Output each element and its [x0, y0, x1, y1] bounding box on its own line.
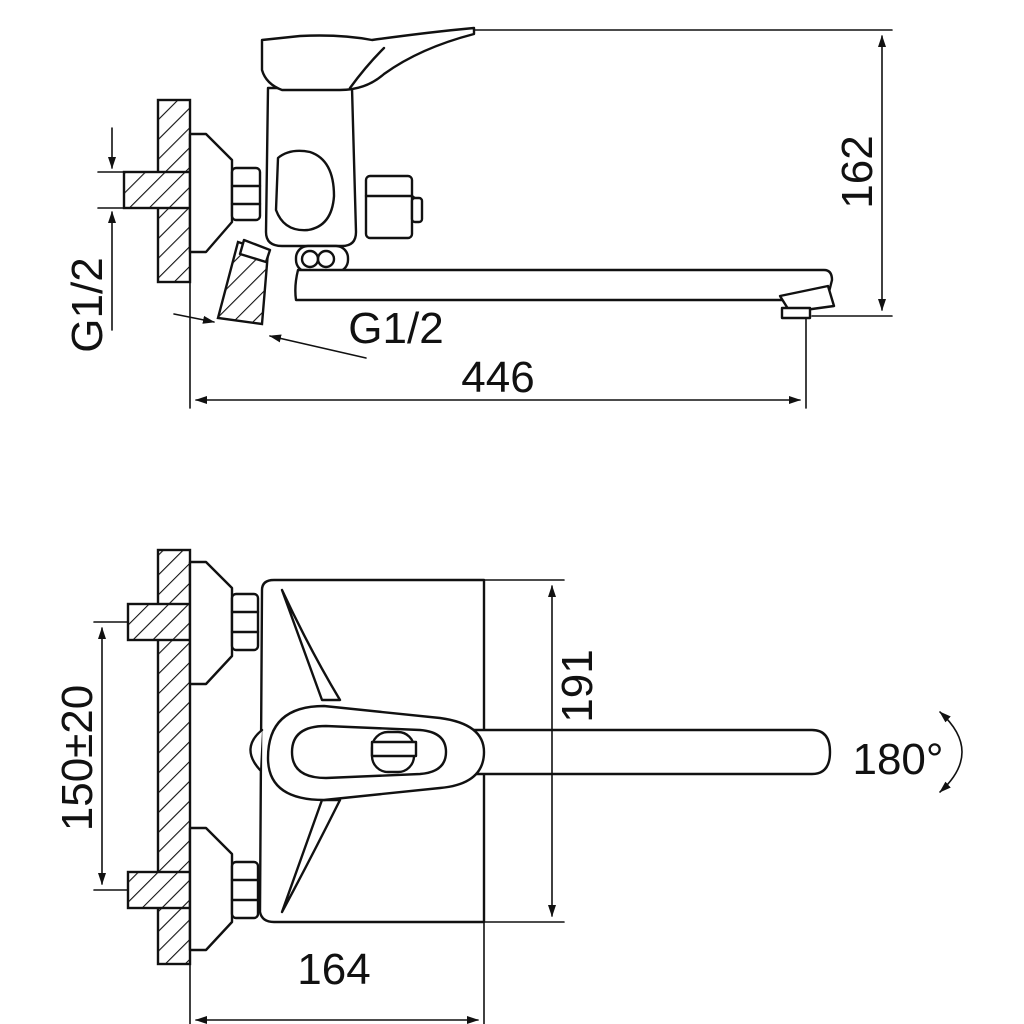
- top-escutcheon-upper: [188, 560, 234, 686]
- top-nut-lower: [230, 860, 260, 920]
- dim-label-446: 446: [461, 353, 534, 402]
- dim-label-191: 191: [553, 649, 602, 722]
- side-spout: [294, 268, 834, 302]
- dim-label-outlet-thread: G1/2: [348, 304, 443, 353]
- top-inlet-pipe-lower: [126, 870, 192, 910]
- top-spout: [438, 728, 832, 776]
- side-lever-handle: [260, 26, 476, 92]
- rotation-arrow-icon: [939, 711, 963, 793]
- dim-label-164: 164: [297, 945, 370, 994]
- side-nut: [230, 166, 262, 222]
- side-handle-loop: [274, 149, 336, 232]
- dim-label-inlet-thread: G1/2: [63, 257, 112, 352]
- side-inlet-pipe: [122, 170, 192, 210]
- top-view: 191 150±20 164 180°: [53, 548, 963, 1024]
- dim-label-150: 150±20: [53, 685, 102, 832]
- dim-label-162: 162: [833, 135, 882, 208]
- side-diverter-knob: [364, 174, 414, 240]
- side-swivel-collar: [294, 244, 350, 274]
- top-inlet-pipe-upper: [126, 602, 192, 642]
- dim-line-outlet-thread: [173, 313, 215, 324]
- dim-label-angle: 180°: [852, 735, 943, 784]
- side-escutcheon: [188, 132, 234, 254]
- top-nut-upper: [230, 592, 260, 652]
- side-view: 162 446 G1/2 G1/2: [63, 26, 893, 409]
- top-escutcheon-lower: [188, 826, 234, 952]
- side-aerator: [778, 284, 836, 314]
